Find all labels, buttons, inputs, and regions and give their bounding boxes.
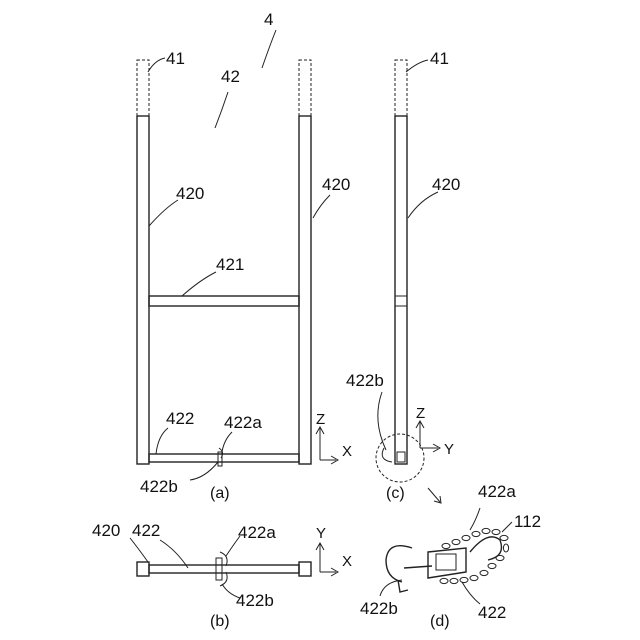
crossbar bbox=[149, 296, 299, 306]
label-42: 42 bbox=[221, 67, 240, 86]
label-41-c: 41 bbox=[430, 49, 449, 68]
chain-links bbox=[440, 528, 509, 583]
hook-b-bottom bbox=[220, 572, 227, 586]
view-label-a: (a) bbox=[210, 485, 230, 502]
post-left bbox=[137, 116, 149, 464]
leader-422-d bbox=[462, 582, 480, 604]
label-422-b: 422 bbox=[132, 521, 160, 540]
axis-label-x-b: X bbox=[342, 553, 352, 570]
leader-422b-c bbox=[378, 392, 386, 450]
leader-420-c bbox=[408, 192, 438, 218]
axis-label-y-c: Y bbox=[444, 441, 454, 458]
label-422-a: 422 bbox=[166, 409, 194, 428]
pin-side-dashed bbox=[395, 60, 407, 116]
leader-420-left bbox=[149, 200, 178, 226]
latch-b bbox=[216, 558, 222, 580]
label-420-right: 420 bbox=[322, 175, 350, 194]
chain-link bbox=[460, 577, 468, 582]
chain-link bbox=[500, 535, 508, 540]
chain-link bbox=[442, 543, 450, 548]
view-b-top bbox=[130, 536, 338, 598]
chain-link bbox=[440, 578, 448, 583]
chain-link bbox=[492, 529, 500, 534]
bottom-bar bbox=[149, 454, 299, 462]
post-right bbox=[299, 116, 311, 464]
label-422b-d: 422b bbox=[360, 599, 398, 618]
hook-d bbox=[386, 546, 412, 582]
view-label-c: (c) bbox=[386, 485, 405, 502]
view-d-detail bbox=[380, 508, 512, 604]
axis-label-y-b: Y bbox=[316, 525, 326, 542]
label-422a-a: 422a bbox=[224, 413, 262, 432]
detail-arrow-line bbox=[428, 488, 440, 502]
chain-link bbox=[472, 531, 480, 536]
crossbar-stub bbox=[395, 296, 407, 306]
chain-link bbox=[470, 575, 478, 580]
post-end-left bbox=[137, 562, 149, 576]
leader-422-b bbox=[160, 540, 188, 568]
label-422-d: 422 bbox=[478, 603, 506, 622]
chain-link bbox=[480, 570, 488, 575]
leader-41-a bbox=[148, 58, 165, 72]
post-end-right bbox=[299, 562, 311, 576]
latch-c bbox=[397, 452, 405, 462]
label-422b-b: 422b bbox=[236, 591, 274, 610]
axis-label-z-a: Z bbox=[316, 411, 325, 428]
pin-left-dashed bbox=[137, 60, 149, 116]
label-421: 421 bbox=[216, 255, 244, 274]
chain-link bbox=[496, 555, 504, 560]
label-420-left: 420 bbox=[176, 184, 204, 203]
bracket-window bbox=[436, 554, 456, 570]
post-side bbox=[395, 116, 407, 464]
label-422b-a: 422b bbox=[140, 477, 178, 496]
leader-422-a bbox=[156, 428, 168, 454]
leader-420-right bbox=[313, 195, 330, 218]
chain-link bbox=[488, 563, 496, 568]
bottom-bar-top bbox=[149, 565, 299, 573]
view-label-b: (b) bbox=[210, 613, 230, 630]
leader-112 bbox=[502, 522, 512, 532]
leader-421 bbox=[182, 272, 216, 296]
label-112: 112 bbox=[514, 512, 541, 531]
chain-link bbox=[503, 544, 508, 552]
pin-right-dashed bbox=[299, 60, 311, 116]
chain-link bbox=[482, 528, 490, 533]
label-422a-d: 422a bbox=[478, 482, 516, 501]
leader-42 bbox=[215, 92, 228, 128]
leader-41-c bbox=[406, 60, 428, 72]
label-422b-c: 422b bbox=[346, 371, 384, 390]
chain-link bbox=[450, 578, 458, 583]
chain-link bbox=[452, 539, 460, 544]
leader-422a-a bbox=[222, 432, 232, 452]
label-420-c: 420 bbox=[432, 175, 460, 194]
bracket-d bbox=[428, 548, 466, 578]
label-420-b: 420 bbox=[92, 521, 120, 540]
chain-link bbox=[462, 535, 470, 540]
view-label-d: (d) bbox=[430, 613, 450, 630]
axis-label-x-a: X bbox=[342, 443, 352, 460]
label-422a-b: 422a bbox=[238, 523, 276, 542]
leader-4 bbox=[262, 30, 276, 68]
leader-420-b bbox=[130, 538, 148, 562]
leader-422b-a bbox=[190, 462, 218, 480]
hook-c bbox=[382, 448, 392, 462]
label-4: 4 bbox=[264, 10, 273, 29]
leader-422a-d bbox=[470, 508, 480, 530]
view-c-side bbox=[376, 60, 441, 503]
label-41-a: 41 bbox=[166, 49, 185, 68]
hook-b-top bbox=[220, 552, 227, 566]
axis-label-z-c: Z bbox=[416, 405, 425, 422]
